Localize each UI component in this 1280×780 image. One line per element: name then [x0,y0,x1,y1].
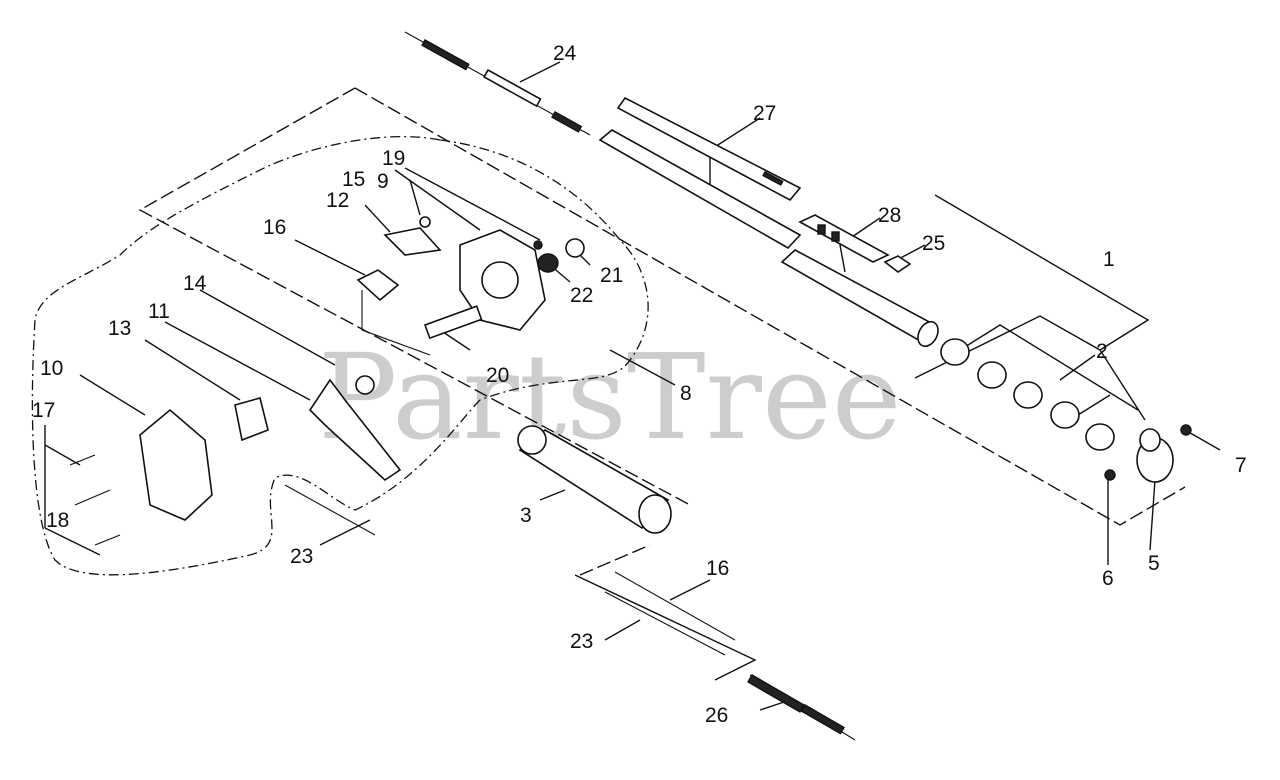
callout-25: 25 [922,232,945,255]
part-label-28 [798,214,890,263]
part-clip-13 [234,397,269,442]
callout-10: 10 [40,357,63,380]
callout-5: 5 [1148,552,1160,575]
callout-23: 23 [290,545,313,568]
callout-2: 2 [1096,340,1108,363]
callout-14: 14 [183,272,207,295]
part-spring-22 [537,253,559,273]
callout-16: 16 [263,216,286,239]
callout-12: 12 [326,189,349,212]
callout-23-lower: 23 [570,630,593,653]
part-screw-15 [419,216,431,228]
part-cable-24 [404,31,591,136]
callout-1: 1 [1103,248,1115,271]
part-lever-11 [308,375,402,482]
part-handle-grip-3 [517,425,672,534]
callout-27: 27 [753,102,776,125]
part-spring-26 [747,674,856,741]
callout-9: 9 [377,170,389,193]
part-label-25 [883,255,912,273]
callout-24: 24 [553,42,577,65]
callout-20: 20 [486,364,509,387]
parts [69,31,1192,741]
callout-labels: 1 2 3 5 6 7 8 9 10 11 12 13 14 15 16 16 … [32,42,1247,727]
callout-13: 13 [108,317,131,340]
callout-19: 19 [382,147,405,170]
callout-22: 22 [570,284,593,307]
part-screw-6 [1104,469,1116,481]
part-screws-17-18 [69,454,121,546]
callout-17: 17 [32,399,55,422]
part-wire-23-upper [284,484,376,536]
callout-3: 3 [520,504,532,527]
callout-6: 6 [1102,567,1114,590]
callout-16-lower: 16 [706,557,729,580]
part-bracket-12 [383,227,442,256]
part-engine-housing-9 [459,229,546,331]
watermark: PartsTree [318,328,902,466]
callout-26: 26 [705,704,728,727]
part-cable-16-lower [604,571,736,656]
callout-15: 15 [342,168,365,191]
part-tube-1 [780,249,939,348]
part-throttle-clip-16 [356,269,431,356]
part-shaft-tube-27 [598,96,802,250]
part-housing-10 [139,408,213,521]
part-screw-7 [1180,424,1192,436]
callout-7: 7 [1235,454,1247,477]
callout-28: 28 [878,204,901,227]
callout-11: 11 [148,300,170,323]
part-bushings-2 [940,338,1115,451]
part-cap-21 [565,238,585,258]
part-clamp-5 [1136,428,1174,483]
part-nut-19 [533,240,543,250]
callout-21: 21 [600,264,623,287]
callout-18: 18 [46,509,69,532]
part-shaft-20 [423,305,483,340]
callout-8: 8 [680,382,692,405]
